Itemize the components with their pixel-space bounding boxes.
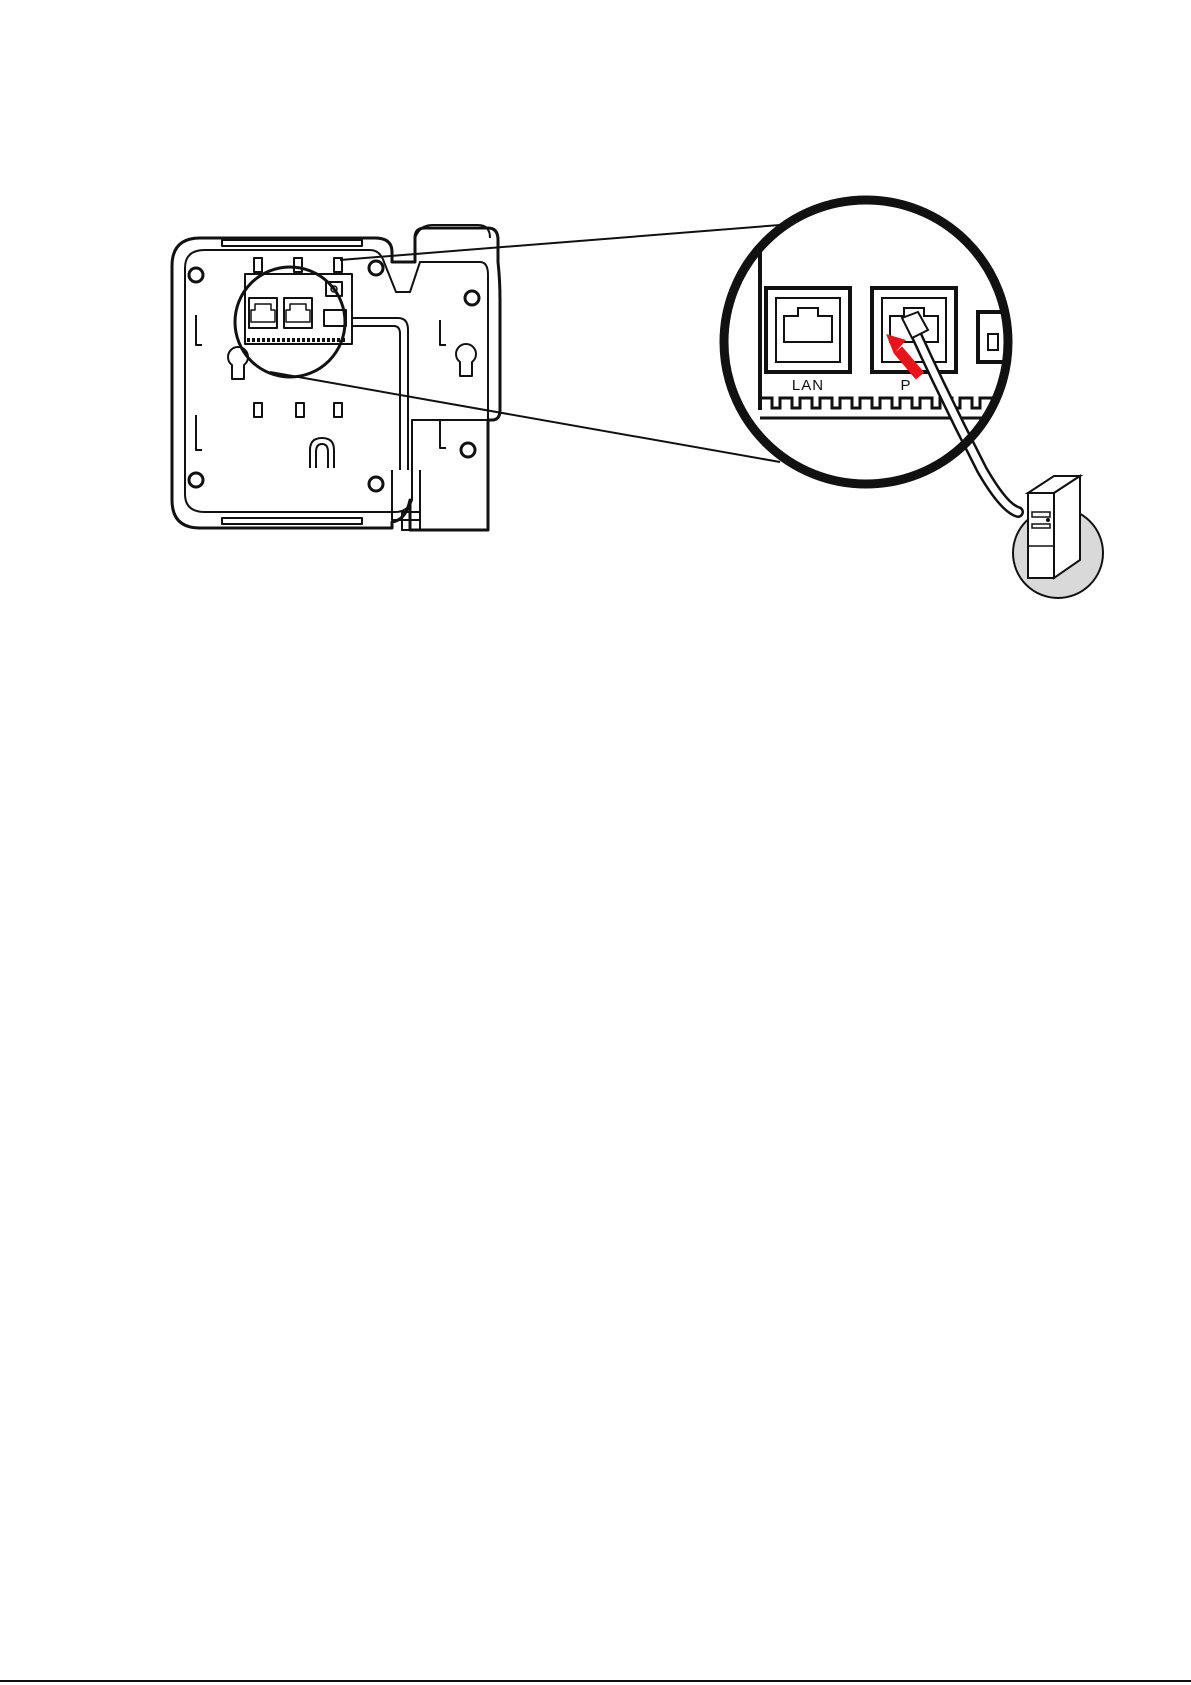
phone-base-drawing [172, 225, 500, 530]
lan-port-label: LAN [792, 377, 824, 394]
page-bottom-rule [0, 1680, 1191, 1682]
pc-port-label: P [900, 377, 911, 394]
computer-tower-icon [1013, 476, 1103, 598]
